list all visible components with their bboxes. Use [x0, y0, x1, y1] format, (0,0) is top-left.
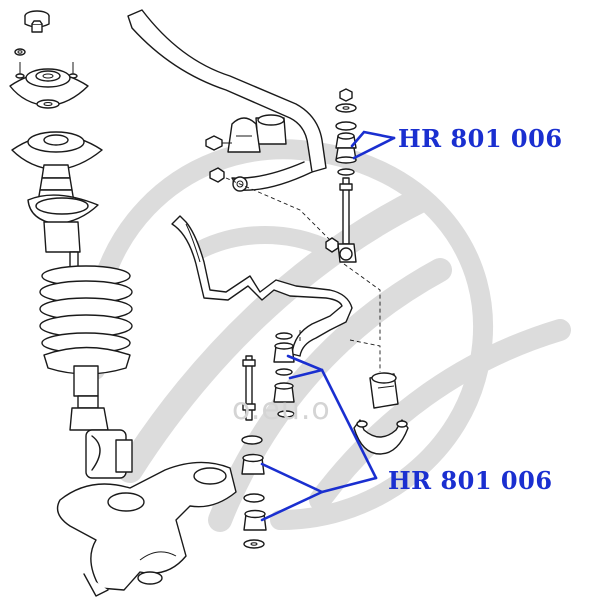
link-upper-washer-1: [335, 103, 357, 113]
front-stabilizer-bar: [171, 215, 353, 357]
link-mid-bushing-1: [273, 342, 295, 363]
stabilizer-link-upper: [325, 88, 357, 263]
brand-watermark-logo: [83, 139, 571, 532]
link-upper-washer-2: [335, 121, 357, 131]
link-upper-rod: [337, 177, 357, 263]
link-lower-bushing-2: [243, 509, 267, 531]
link-upper-bushing-1: [335, 132, 357, 149]
strut-dust-boot: [27, 164, 99, 253]
stabilizer-bar-bushing-lower: [369, 372, 399, 409]
link-mid-bushing-2: [273, 382, 295, 403]
link-upper-nut: [339, 88, 353, 102]
bracket-nut-upper: [209, 167, 225, 183]
link-mid-washer-3: [277, 410, 295, 418]
callout-leader-upper: [350, 130, 396, 160]
stabilizer-link-mid: [273, 332, 295, 418]
strut-washer-1: [14, 48, 26, 56]
strut-top-nut: [31, 20, 43, 33]
link-upper-bolt: [325, 237, 339, 253]
stabilizer-bracket-lower: [353, 419, 409, 455]
bracket-bolt-upper: [205, 135, 232, 151]
link-lower-washer-2: [243, 493, 265, 503]
part-number-callout-upper: HR 801 006: [398, 124, 563, 153]
strut-upper-mount: [9, 68, 89, 107]
stabilizer-bracket-upper: [227, 117, 261, 153]
brand-watermark-text: o.eu.o: [232, 392, 331, 427]
spring-upper-seat: [11, 131, 103, 171]
link-upper-washer-3: [337, 168, 355, 176]
part-number-callout-lower: HR 801 006: [388, 466, 553, 495]
strut-washer-2: [36, 99, 60, 109]
link-upper-bushing-2: [335, 147, 357, 164]
link-mid-washer-2: [275, 368, 293, 376]
link-mid-washer-1: [275, 332, 293, 340]
steering-knuckle: [56, 461, 237, 597]
strut-body: [69, 365, 133, 479]
stabilizer-link-lower: [241, 355, 267, 549]
stabilizer-bar-bushing-upper: [255, 114, 287, 145]
link-lower-rod: [242, 355, 256, 421]
coil-spring: [39, 251, 133, 375]
callout-leader-lower: [260, 354, 378, 522]
rear-stabilizer-bar: [127, 9, 327, 192]
link-lower-washer-3: [243, 539, 265, 549]
link-lower-bushing-1: [241, 453, 265, 475]
link-lower-washer-1: [241, 435, 263, 445]
